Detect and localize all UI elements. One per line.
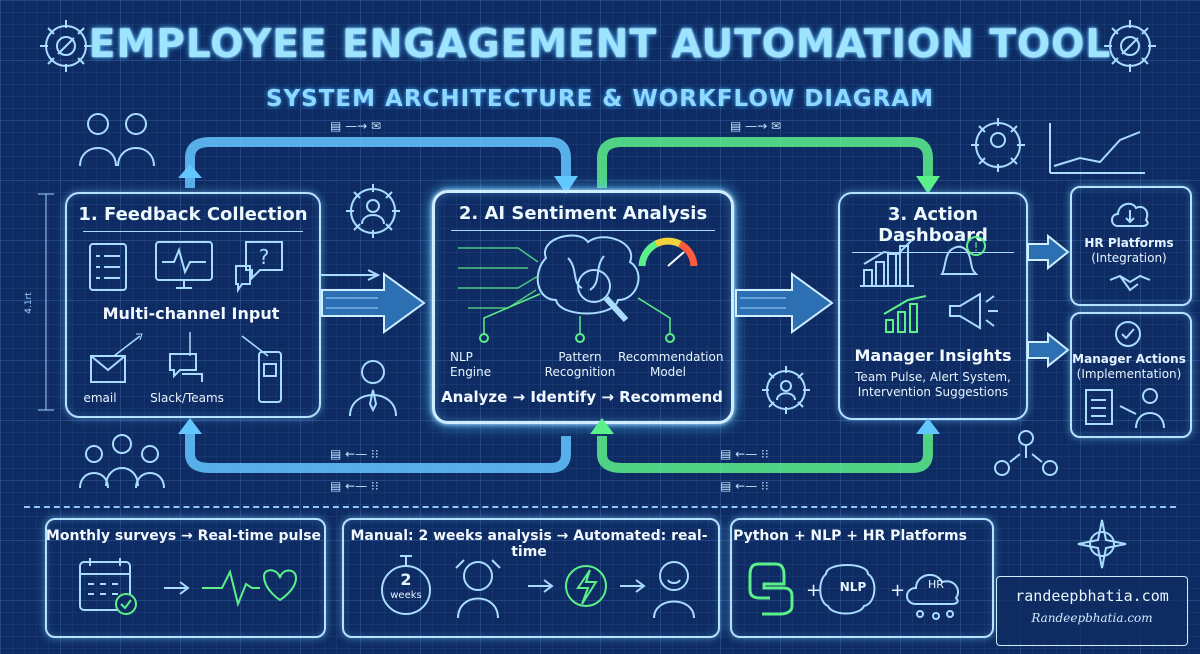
channel-email-label: email — [83, 391, 117, 405]
tech-stack-text: Python + NLP + HR Platforms — [733, 528, 967, 544]
svg-text:▤ ←— ⁝⁝: ▤ ←— ⁝⁝ — [330, 447, 379, 461]
ai-brain-network-icon — [458, 234, 675, 343]
main-title: EMPLOYEE ENGAGEMENT AUTOMATION TOOL — [88, 22, 1112, 67]
trend-chart-icon — [1049, 123, 1145, 174]
small-arrow-1 — [320, 269, 381, 281]
tech-stack-icons: + + — [748, 562, 960, 620]
nlp-engine-label: NLP Engine — [450, 350, 492, 379]
manager-actions-card — [1070, 312, 1192, 438]
gear-wrench-icon-right — [1104, 20, 1156, 72]
flow-arrow-1 — [321, 272, 426, 334]
stress-to-automation-icons — [455, 559, 695, 619]
email-icon — [90, 355, 126, 383]
handshake-icon — [1109, 274, 1151, 292]
pattern-recognition-label: Pattern Recognition — [544, 350, 616, 379]
panel-divider-2 — [451, 230, 715, 231]
manager-insights-label: Manager Insights — [854, 346, 1012, 365]
manager-actions-title: Manager Actions — [1072, 352, 1186, 366]
bar-chart-icon — [860, 239, 914, 287]
two-weeks-number: 2 — [400, 570, 412, 589]
hr-platforms-title: HR Platforms — [1084, 236, 1174, 250]
svg-text:+: + — [890, 580, 905, 601]
top-loop-arrow-green: ▤ —→ ✉ — [597, 119, 940, 194]
gear-person-icon — [346, 184, 400, 238]
svg-text:?: ? — [259, 245, 270, 269]
chat-bubbles-icon — [169, 353, 203, 382]
dimension-line — [38, 193, 54, 411]
svg-text:▤ ←— ⁝⁝: ▤ ←— ⁝⁝ — [720, 479, 769, 493]
gear-wrench-icon — [40, 20, 92, 72]
tech-stack-card — [730, 518, 994, 638]
output-arrow-manager — [1027, 331, 1070, 369]
action-dashboard-panel: 3. Action Dashboard — [838, 192, 1028, 420]
feedback-panel-title: 1. Feedback Collection — [78, 204, 308, 225]
megaphone-icon — [949, 292, 998, 330]
feedback-collection-panel: 1. Feedback Collection — [65, 192, 321, 418]
output-arrow-hr — [1027, 233, 1070, 271]
two-weeks-unit: weeks — [390, 590, 422, 601]
growth-chart-icon — [883, 295, 927, 333]
manager-person-icon — [349, 360, 397, 417]
gear-team-icon — [971, 118, 1025, 172]
calendar-to-heartbeat-icon — [79, 558, 298, 615]
survey-checklist-icon — [89, 243, 127, 291]
svg-text:▤ ←— ⁝⁝: ▤ ←— ⁝⁝ — [720, 447, 769, 461]
svg-text:!: ! — [974, 240, 979, 254]
panel-divider — [83, 231, 303, 232]
hr-platforms-card — [1070, 186, 1192, 306]
bottom-loop-arrow-blue: ▤ ←— ⁝⁝ ▤ ←— ⁝⁝ — [178, 418, 571, 493]
compass-rose-icon — [1077, 519, 1127, 569]
employees-icon — [79, 113, 155, 167]
top-loop-arrow-blue: ▤ —→ ✉ — [178, 119, 578, 194]
dashboard-panel-title: 3. Action Dashboard — [878, 204, 988, 246]
realtime-pulse-card — [45, 518, 326, 638]
gear-user-icon — [762, 366, 810, 414]
nlp-brain-label: NLP — [839, 580, 867, 594]
hr-platforms-sub: (Integration) — [1091, 251, 1167, 265]
multichannel-input-label: Multi-channel Input — [102, 304, 280, 323]
alert-bell-icon: ! — [940, 236, 986, 275]
monitor-pulse-icon — [155, 241, 213, 289]
channel-slack-label: Slack/Teams — [150, 391, 224, 405]
bottom-loop-arrow-green: ▤ ←— ⁝⁝ ▤ ←— ⁝⁝ — [590, 418, 940, 493]
dimension-label: 4.1rt — [23, 292, 34, 314]
mobile-app-icon — [258, 351, 282, 403]
question-chat-icon: ? — [235, 241, 283, 294]
manager-insights-detail: Team Pulse, Alert System, Intervention S… — [855, 370, 1011, 399]
team-group-icon — [79, 434, 165, 489]
svg-text:▤ —→ ✉: ▤ —→ ✉ — [330, 119, 381, 133]
signature-text: Randeepbhatia.com — [1031, 611, 1153, 625]
svg-text:▤ —→ ✉: ▤ —→ ✉ — [730, 119, 781, 133]
ai-sentiment-panel: 2. AI Sentiment Analysis — [432, 190, 734, 424]
watermark-text: randeepbhatia.com — [1015, 587, 1169, 605]
sentiment-gauge-icon — [638, 237, 698, 267]
automation-text: Manual: 2 weeks analysis → Automated: re… — [350, 528, 708, 560]
presenter-checklist-icon — [1085, 388, 1165, 429]
analysis-panel-title: 2. AI Sentiment Analysis — [458, 203, 708, 224]
svg-text:+: + — [806, 580, 821, 601]
recommendation-model-label: Recommendation Model — [618, 350, 724, 379]
svg-text:▤ ←— ⁝⁝: ▤ ←— ⁝⁝ — [330, 479, 379, 493]
approved-user-icon — [1115, 321, 1141, 347]
diagram-subtitle: SYSTEM ARCHITECTURE & WORKFLOW DIAGRAM — [265, 86, 935, 112]
automation-card — [342, 518, 720, 638]
watermark-box: randeepbhatia.com Randeepbhatia.com — [996, 576, 1188, 646]
cloud-sync-icon — [1111, 202, 1149, 227]
realtime-pulse-text: Monthly surveys → Real-time pulse — [45, 528, 322, 544]
gear-user-icon-center — [758, 178, 822, 242]
stopwatch-icon — [381, 555, 431, 615]
org-network-icon — [994, 430, 1058, 476]
manager-actions-sub: (Implementation) — [1076, 367, 1182, 381]
analysis-flow-label: Analyze → Identify → Recommend — [441, 388, 723, 406]
panel-divider-3 — [852, 252, 1014, 253]
hr-cloud-label: HR — [928, 578, 944, 591]
flow-arrow-2 — [735, 272, 834, 334]
section-divider — [24, 506, 1176, 508]
